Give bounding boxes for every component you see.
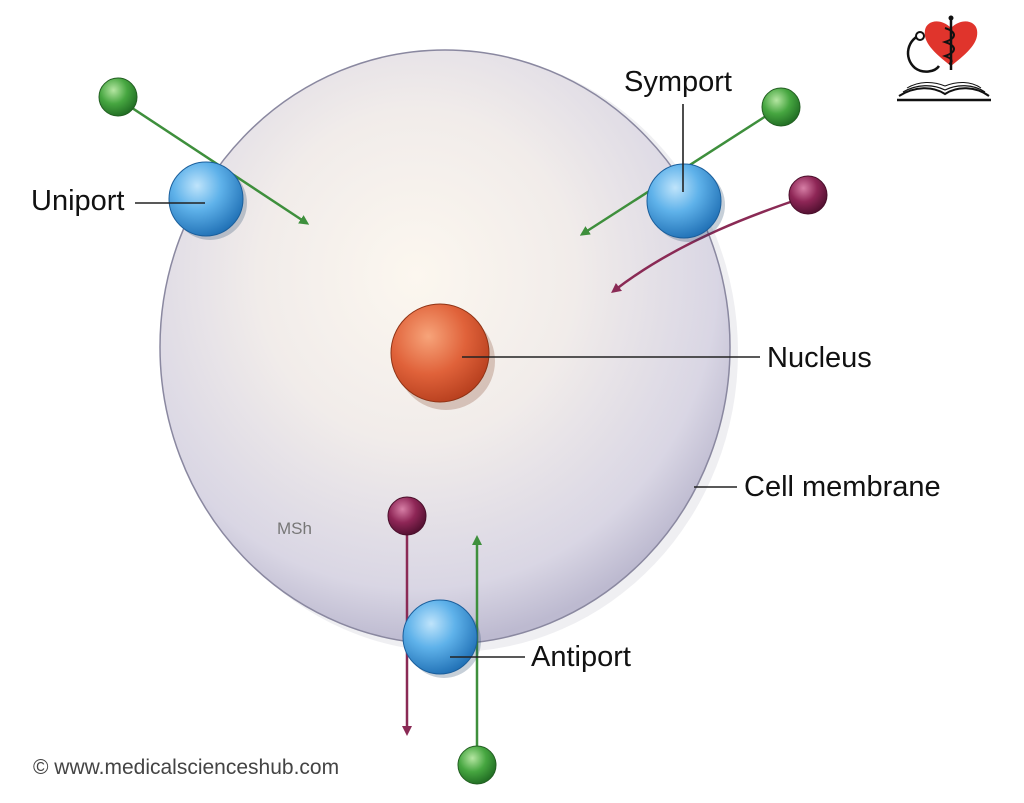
leader-lines <box>135 104 760 658</box>
antiport-transporter <box>402 599 481 678</box>
nucleus <box>390 303 495 410</box>
uniport-label: Uniport <box>31 185 125 217</box>
watermark-text: MSh <box>277 519 312 538</box>
antiport-purple-molecule <box>387 496 427 536</box>
uniport-arrow <box>119 98 310 225</box>
antiport-label: Antiport <box>531 641 631 673</box>
nucleus-label: Nucleus <box>767 342 872 374</box>
cell-membrane-label: Cell membrane <box>744 471 941 503</box>
symport-transporter <box>646 163 725 242</box>
heart-stethoscope-book-icon <box>897 15 991 102</box>
uniport-transporter <box>168 161 247 240</box>
uniport-green-molecule <box>98 77 138 117</box>
symport-label: Symport <box>624 66 732 98</box>
symport-purple-molecule <box>788 175 828 215</box>
symport-transport <box>579 87 828 294</box>
copyright-text: © www.medicalscienceshub.com <box>33 756 340 779</box>
antiport-green-molecule <box>457 745 497 785</box>
symport-green-molecule <box>761 87 801 127</box>
symport-purple-arrow <box>611 194 809 294</box>
uniport-transport <box>98 77 310 240</box>
antiport-transport <box>387 496 497 785</box>
